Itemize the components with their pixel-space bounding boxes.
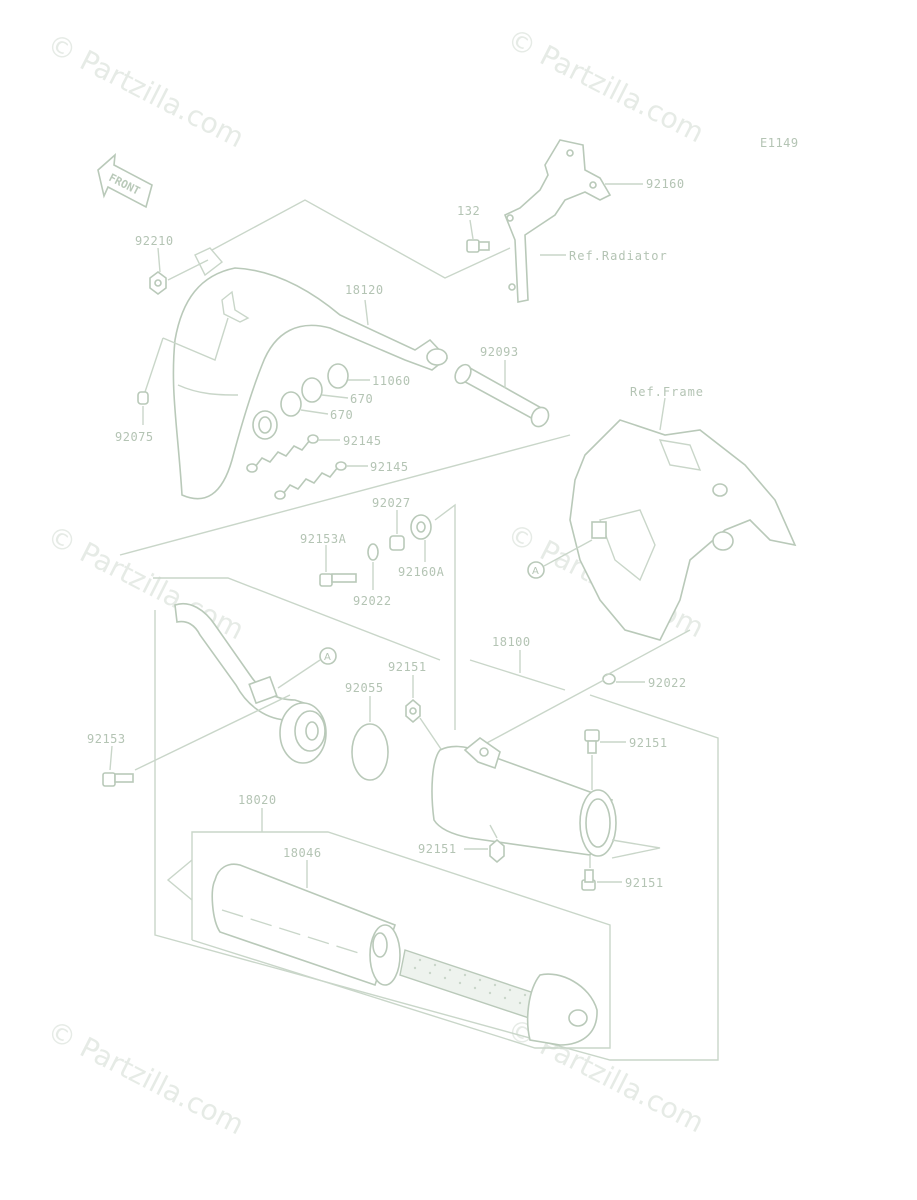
- watermark: © Partzilla.com: [42, 519, 250, 647]
- label-92022-b: 92022: [648, 676, 687, 690]
- bolt-132: [466, 239, 490, 253]
- label-92160: 92160: [646, 177, 685, 191]
- label-92145-b: 92145: [370, 460, 409, 474]
- label-92093: 92093: [480, 345, 519, 359]
- label-92022-a: 92022: [353, 594, 392, 608]
- muffler-18100: [431, 737, 617, 857]
- bolt-92153: [102, 772, 134, 787]
- nut-92151-c: [489, 838, 505, 864]
- spring-92145-b: [274, 461, 347, 500]
- bolt-92153a: [319, 573, 357, 587]
- callout-a-frame: A: [527, 561, 545, 579]
- svg-text:A: A: [532, 566, 539, 577]
- end-cap: [526, 973, 598, 1046]
- collar-92027: [389, 535, 405, 551]
- label-92055: 92055: [345, 681, 384, 695]
- label-92145-a: 92145: [343, 434, 382, 448]
- label-132: 132: [457, 204, 480, 218]
- label-11060: 11060: [372, 374, 411, 388]
- nut-92210: [149, 271, 167, 295]
- silencer-packing-18046: [211, 863, 401, 987]
- bolt-92151-b: [584, 729, 600, 754]
- watermark: © Partzilla.com: [502, 22, 710, 150]
- label-92151-a: 92151: [388, 660, 427, 674]
- label-92160a: 92160A: [398, 565, 445, 579]
- watermark: © Partzilla.com: [42, 27, 250, 155]
- radiator-bracket: [503, 139, 612, 303]
- label-ref-radiator: Ref.Radiator: [569, 249, 668, 263]
- nut-92151-a: [405, 698, 421, 724]
- spring-92145-a: [246, 434, 319, 473]
- label-92210: 92210: [135, 234, 174, 248]
- tube-92093: [454, 363, 550, 428]
- exhaust-pipe: [174, 603, 312, 726]
- label-ref-frame: Ref.Frame: [630, 385, 704, 399]
- svg-text:A: A: [324, 652, 331, 663]
- watermark: © Partzilla.com: [42, 1014, 250, 1142]
- gasket-92055: [351, 723, 389, 781]
- o-rings: [280, 363, 349, 417]
- label-18046: 18046: [283, 846, 322, 860]
- diagram-code: E1149: [760, 136, 799, 150]
- callout-a-pipe: A: [319, 647, 337, 665]
- label-92027: 92027: [372, 496, 411, 510]
- perforated-core: [399, 949, 541, 1021]
- label-92075: 92075: [115, 430, 154, 444]
- label-670-a: 670: [350, 392, 373, 406]
- frame-reference: [569, 419, 797, 641]
- label-92151-c: 92151: [418, 842, 457, 856]
- label-18120: 18120: [345, 283, 384, 297]
- grommet-92160a: [410, 514, 432, 540]
- muffler-flange: [279, 702, 327, 764]
- front-arrow-icon: FRONT: [97, 153, 153, 209]
- bolt-92151-d: [581, 869, 596, 891]
- label-92153: 92153: [87, 732, 126, 746]
- label-92151-d: 92151: [625, 876, 664, 890]
- label-18020: 18020: [238, 793, 277, 807]
- label-18100: 18100: [492, 635, 531, 649]
- plug-92075: [137, 391, 149, 405]
- label-670-b: 670: [330, 408, 353, 422]
- expansion-chamber-18120: [172, 247, 449, 500]
- washer-92022-a: [367, 543, 379, 561]
- label-92153a: 92153A: [300, 532, 347, 546]
- label-92151-b: 92151: [629, 736, 668, 750]
